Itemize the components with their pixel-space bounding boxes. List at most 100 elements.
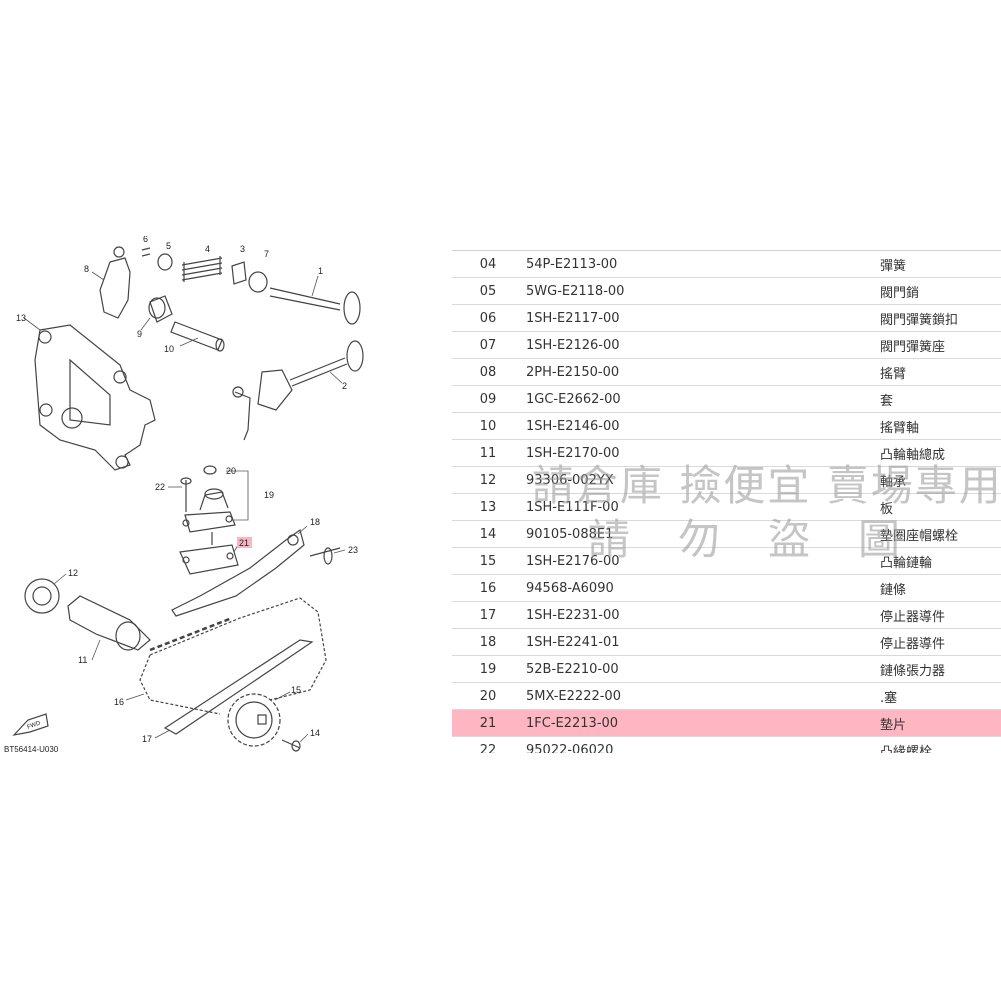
callout-16: 16 (114, 697, 124, 707)
part-number: 1FC-E2213-00 (524, 709, 878, 737)
stopper-guide-18 (171, 529, 305, 617)
part-name: 閥門彈簧鎖扣 (878, 304, 1001, 332)
part-name: 停止器導件 (878, 628, 1001, 656)
tensioner-hole (225, 515, 233, 523)
sleeve-part (149, 295, 173, 323)
plate-hole (61, 407, 83, 429)
callout-12: 12 (68, 568, 78, 578)
part-number: 5WG-E2118-00 (524, 277, 878, 305)
part-number: 1SH-E2241-01 (524, 628, 878, 656)
valve-stem-2 (289, 357, 346, 381)
bolt-14-head (291, 740, 301, 752)
bolt-23-head (323, 547, 333, 565)
leader-line (226, 470, 249, 521)
part-name: 鏈條張力器 (878, 655, 1001, 683)
callout-4: 4 (205, 244, 210, 254)
camshaft-lobe (115, 621, 141, 651)
plate-hole (115, 455, 129, 469)
valve-spring-seat (248, 271, 268, 293)
bolt-14 (281, 739, 301, 749)
diagram-code: BT56414-U030 (4, 745, 59, 754)
valve-seal (231, 261, 247, 285)
part-number: 1SH-E2231-00 (524, 601, 878, 629)
leader-line (299, 733, 309, 743)
callout-22: 22 (155, 482, 165, 492)
part-name: 閥門銷 (878, 277, 1001, 305)
valve-cotter (141, 247, 151, 257)
leader-line (179, 337, 199, 347)
row-number: 15 (452, 547, 524, 575)
row-number: 16 (452, 574, 524, 602)
callout-18: 18 (310, 517, 320, 527)
valve-spring (181, 256, 223, 282)
rocker-adjuster-2 (234, 391, 251, 441)
guide-18-hole (287, 534, 299, 546)
part-name: 板 (878, 493, 1001, 521)
part-number: 54P-E2113-00 (524, 250, 878, 278)
leader-line (311, 275, 319, 297)
part-number: 1SH-E2170-00 (524, 439, 878, 467)
fwd-arrow-icon (12, 713, 49, 736)
rocker-adjuster (113, 246, 125, 258)
callout-21-highlight (237, 537, 252, 548)
part-number: 94568-A6090 (524, 574, 878, 602)
part-name: 墊圈座帽螺栓 (878, 520, 1001, 548)
part-number: 5MX-E2222-00 (524, 682, 878, 710)
part-number: 1SH-E2117-00 (524, 304, 878, 332)
callout-8: 8 (84, 264, 89, 274)
row-number: 21 (452, 709, 524, 737)
gasket-hole (182, 556, 190, 564)
fwd-label: FWD (26, 720, 42, 731)
row-number: 22 (452, 736, 524, 753)
part-number: 52B-E2210-00 (524, 655, 878, 683)
tensioner-top (204, 488, 224, 500)
rocker-arm-part (99, 257, 131, 319)
callout-21: 21 (239, 538, 249, 548)
part-name: 凸輪軸總成 (878, 439, 1001, 467)
leader-line (154, 729, 171, 739)
callout-6: 6 (143, 236, 148, 244)
part-name: 墊片 (878, 709, 1001, 737)
callout-15: 15 (291, 685, 301, 695)
part-number: 93306-002YX (524, 466, 878, 494)
row-number: 07 (452, 331, 524, 359)
callout-23: 23 (348, 545, 358, 555)
part-number: 1SH-E2146-00 (524, 412, 878, 440)
part-number: 95022-06020 (524, 736, 878, 753)
part-name: 彈簧 (878, 250, 1001, 278)
part-name: 軸承 (878, 466, 1001, 494)
callout-2: 2 (342, 381, 347, 391)
callout-13: 13 (16, 313, 26, 323)
leader-line (91, 271, 105, 281)
stopper-guide-17 (163, 639, 314, 735)
part-number: 1SH-E2176-00 (524, 547, 878, 575)
leader-line (53, 573, 67, 585)
leader-line (91, 639, 101, 661)
bearing-inner (32, 586, 52, 606)
gasket-part (179, 544, 239, 575)
part-number: 2PH-E2150-00 (524, 358, 878, 386)
callout-17: 17 (142, 734, 152, 744)
callout-14: 14 (310, 728, 320, 738)
